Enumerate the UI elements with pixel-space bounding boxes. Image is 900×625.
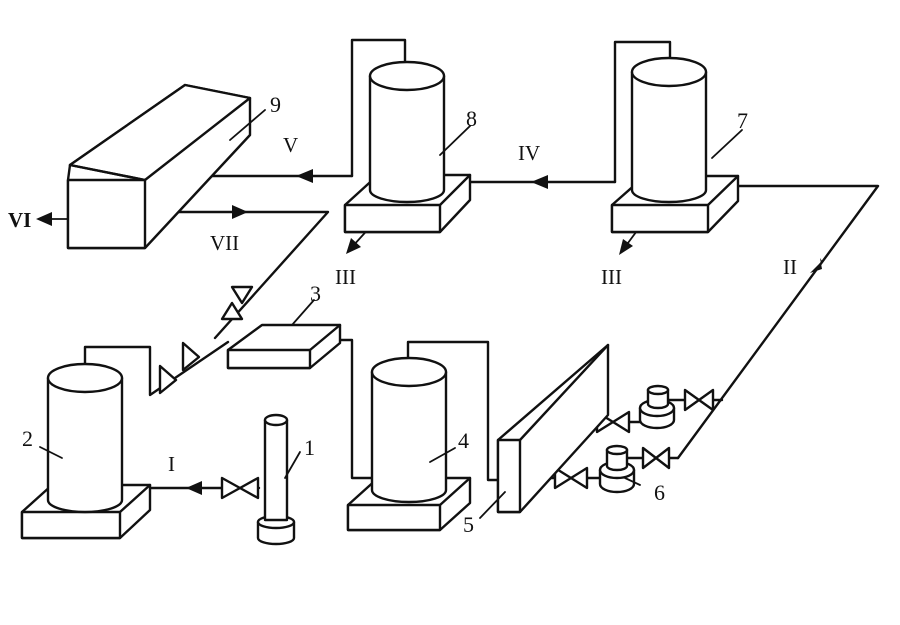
valve-pump-upper-out [683,388,715,412]
label-unit-8: 8 [466,106,477,131]
unit-5-panel [496,343,610,514]
label-unit-4: 4 [458,428,469,453]
arrow-stream-iii-b [619,239,633,255]
arrow-stream-vii [232,205,248,219]
pipe-stream-vii [160,210,330,340]
valve-feed-lower [158,364,178,395]
arrow-stream-ii [810,258,822,273]
label-unit-9: 9 [270,92,281,117]
valve-vii-b [220,301,244,321]
valve-pump-lower-in [553,466,589,490]
pump-6-lower [598,444,636,494]
label-stream-i: I [168,452,175,476]
unit-numbers: 1 2 3 4 5 6 7 8 9 [22,92,748,537]
valve-stream-i [220,476,260,500]
label-unit-7: 7 [737,108,748,133]
label-stream-iv: IV [518,141,540,165]
arrow-stream-vi [36,212,52,226]
valve-pump-lower-out [641,446,671,470]
label-stream-vi: VI [8,208,31,232]
pipe-stream-ii [676,184,880,460]
label-stream-v: V [283,133,298,157]
label-stream-iii-b: III [601,265,622,289]
pipe-tank8-top [350,38,407,178]
arrow-stream-iv [531,175,548,189]
label-unit-1: 1 [304,435,315,460]
tank-7 [610,56,740,234]
tank-2 [20,362,152,540]
pipe-tank7-top [613,40,672,184]
stream-labels: I II III III IV V VI VII [8,133,797,476]
arrow-stream-iii-a [346,238,361,254]
unit-3-box [226,323,342,370]
pipe-tank2-to-unit3 [83,340,230,397]
label-unit-6: 6 [654,480,665,505]
label-stream-iii-a: III [335,265,356,289]
label-unit-5: 5 [463,512,474,537]
tank-4 [346,356,472,532]
leader-lines [39,109,743,519]
unit-9-vessel [66,83,252,250]
label-stream-ii: II [783,255,797,279]
tank-8 [343,60,472,234]
pump-6-upper [638,384,676,430]
arrow-stream-i [186,481,202,495]
pipe-tank4-to-unit5 [406,340,500,482]
column-1 [256,413,296,546]
arrow-stream-v [296,169,313,183]
label-stream-vii: VII [210,231,239,255]
valve-feed-upper [181,341,201,372]
valve-vii-a [230,285,254,305]
label-unit-3: 3 [310,281,321,306]
pipe-unit3-to-tank4 [330,338,374,480]
label-unit-2: 2 [22,426,33,451]
